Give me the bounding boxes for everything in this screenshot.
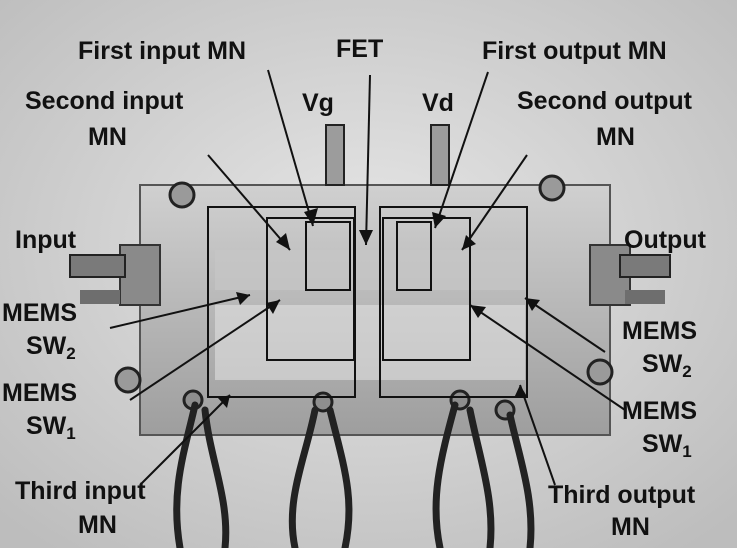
arrow-heads [218,208,540,408]
label-third-input-mn: MN [78,511,117,539]
label-fet: FET [336,35,384,63]
right-first-mn-box [396,221,432,291]
annotation-boxes [207,206,528,398]
label-sw2-left: SW2 [26,332,76,363]
label-sw1-right: SW1 [642,430,692,461]
label-mems-left-bottom: MEMS [2,379,77,407]
leader-lines [109,69,626,486]
label-vg: Vg [302,89,334,117]
label-mems-left-top: MEMS [2,299,77,327]
bias-wires [173,401,535,548]
label-third-output: Third output [548,481,696,509]
label-first-output-mn: First output MN [482,37,667,65]
label-third-output-mn: MN [611,513,650,541]
label-second-input-mn: MN [88,123,127,151]
label-second-output-mn: MN [596,123,635,151]
label-sw2-right: SW2 [642,350,692,381]
label-second-input: Second input [25,87,184,115]
label-mems-right-bottom: MEMS [622,397,697,425]
label-vd: Vd [422,89,454,117]
right-outer-box [379,206,528,398]
left-first-mn-box [305,221,351,291]
label-second-output: Second output [517,87,692,115]
right-second-mn-box [382,217,471,361]
label-output: Output [624,226,706,254]
label-sw1-left: SW1 [26,412,76,443]
label-input: Input [15,226,77,254]
label-mems-right-top: MEMS [622,317,697,345]
label-first-input-mn: First input MN [78,37,247,65]
label-third-input: Third input [15,477,146,505]
